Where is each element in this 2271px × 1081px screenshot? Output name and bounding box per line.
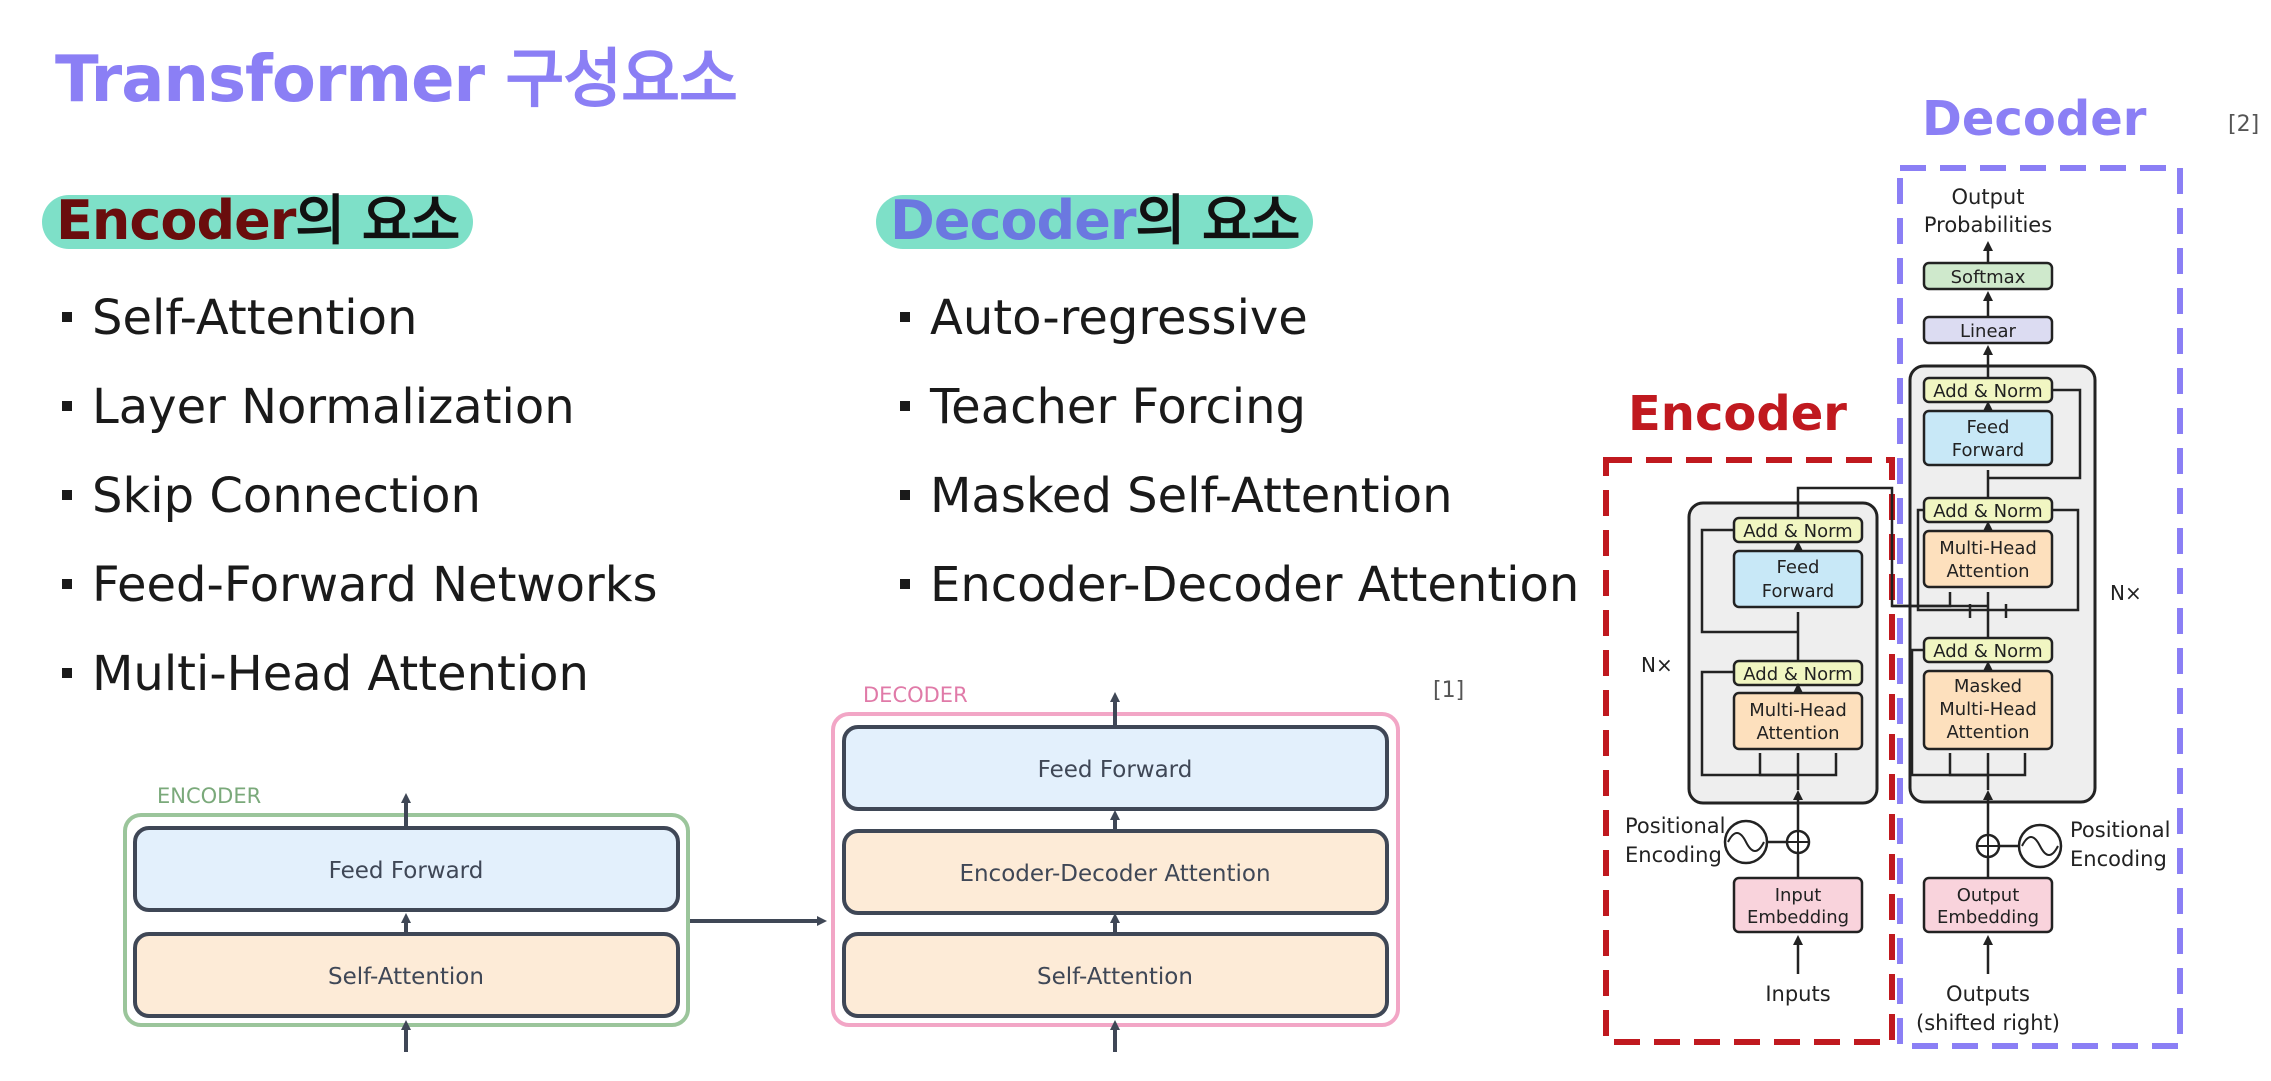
decoder-sine-wave — [2021, 836, 2059, 856]
decoder-mha-label-1: Multi-Head — [1939, 538, 2037, 559]
decoder-ff-label-2: Forward — [1952, 440, 2024, 461]
decoder-ff-label-1: Feed — [1967, 417, 2010, 438]
encoder-dashed-outline — [1603, 457, 1895, 1045]
softmax-label: Softmax — [1951, 267, 2026, 288]
encoder-heading-highlight: Encoder — [56, 189, 296, 252]
encoder-heading: Encoder의 요소 — [42, 194, 474, 249]
inputs-label: Inputs — [1765, 982, 1830, 1006]
list-item: Multi-Head Attention — [55, 644, 658, 733]
decoder-add-norm-2-label: Add & Norm — [1933, 501, 2042, 522]
encoder-add-norm-1-label: Add & Norm — [1743, 664, 1852, 685]
encoder-label: ENCODER — [157, 784, 261, 808]
output-probabilities-label-1: Output — [1952, 185, 2025, 209]
decoder-add-plus — [1977, 835, 1999, 857]
decoder-elements-list: Auto-regressive Teacher Forcing Masked S… — [893, 288, 1579, 644]
decoder-label: DECODER — [863, 683, 968, 707]
decoder-self-attention-label: Self-Attention — [1037, 964, 1193, 990]
encoder-stack — [1687, 501, 1879, 805]
outputs-label-1: Outputs — [1946, 982, 2030, 1006]
list-item: Masked Self-Attention — [893, 466, 1579, 555]
decoder-positional-label-1: Positional — [2070, 818, 2170, 842]
list-item: Skip Connection — [55, 466, 658, 555]
encoder-title: Encoder — [1628, 386, 1847, 442]
encoder-nx-label: N× — [1641, 653, 1673, 677]
decoder-mha-label-2: Attention — [1946, 561, 2029, 582]
list-item: Feed-Forward Networks — [55, 555, 658, 644]
linear-label: Linear — [1960, 321, 2017, 342]
encoder-elements-list: Self-Attention Layer Normalization Skip … — [55, 288, 658, 733]
reference-2: [2] — [2228, 112, 2260, 137]
list-item: Encoder-Decoder Attention — [893, 555, 1579, 644]
encoder-ff-label-2: Forward — [1762, 581, 1834, 602]
decoder-positional-label-2: Encoding — [2070, 847, 2167, 871]
softmax-box — [1922, 261, 2054, 291]
decoder-internal-connections — [1910, 388, 2082, 790]
encoder-heading-rest: 의 요소 — [295, 189, 460, 252]
decoder-heading: Decoder의 요소 — [876, 194, 1314, 249]
reference-1: [1] — [1433, 678, 1465, 703]
encoder-feed-forward-label: Feed Forward — [329, 858, 484, 884]
encoder-add-plus — [1787, 831, 1809, 853]
decoder-heading-highlight: Decoder — [890, 189, 1136, 252]
encoder-positional-label-2: Encoding — [1625, 843, 1722, 867]
decoder-add-norm-1-label: Add & Norm — [1933, 641, 2042, 662]
list-item: Layer Normalization — [55, 377, 658, 466]
linear-box — [1922, 315, 2054, 345]
output-embedding-label-1: Output — [1957, 885, 2020, 906]
bullet-icon — [62, 312, 72, 322]
decoder-masked-label-2: Multi-Head — [1939, 699, 2037, 720]
decoder-feed-forward-label: Feed Forward — [1038, 757, 1193, 783]
output-probabilities-label-2: Probabilities — [1924, 213, 2052, 237]
bullet-icon — [62, 668, 72, 678]
decoder-add-norm-3-label: Add & Norm — [1933, 381, 2042, 402]
input-embedding-label-1: Input — [1775, 885, 1822, 906]
bullet-icon — [900, 490, 910, 500]
bullet-icon — [900, 401, 910, 411]
decoder-nx-label: N× — [2110, 581, 2142, 605]
encoder-ff-label-1: Feed — [1777, 557, 1820, 578]
encoder-internal-connections — [1700, 486, 1988, 790]
decoder-enc-dec-attention-label: Encoder-Decoder Attention — [959, 861, 1270, 887]
list-item: Self-Attention — [55, 288, 658, 377]
list-item: Teacher Forcing — [893, 377, 1579, 466]
page-title: Transformer 구성요소 — [55, 43, 738, 117]
output-embedding-label-2: Embedding — [1937, 907, 2039, 928]
encoder-add-norm-2-label: Add & Norm — [1743, 521, 1852, 542]
decoder-title: Decoder — [1922, 91, 2147, 147]
decoder-heading-rest: 의 요소 — [1135, 189, 1300, 252]
input-embedding-label-2: Embedding — [1747, 907, 1849, 928]
bullet-icon — [62, 490, 72, 500]
encoder-positional-label-1: Positional — [1625, 814, 1725, 838]
encoder-mha-label-1: Multi-Head — [1749, 700, 1847, 721]
decoder-masked-label-1: Masked — [1954, 676, 2022, 697]
outputs-label-2: (shifted right) — [1916, 1011, 2060, 1035]
decoder-masked-label-3: Attention — [1946, 722, 2029, 743]
encoder-sine-wave — [1727, 832, 1765, 852]
bullet-icon — [900, 579, 910, 589]
bullet-icon — [62, 401, 72, 411]
encoder-self-attention-label: Self-Attention — [328, 964, 484, 990]
bullet-icon — [62, 579, 72, 589]
list-item: Auto-regressive — [893, 288, 1579, 377]
encoder-mha-label-2: Attention — [1756, 723, 1839, 744]
decoder-dashed-outline — [1897, 165, 2183, 1049]
bullet-icon — [900, 312, 910, 322]
